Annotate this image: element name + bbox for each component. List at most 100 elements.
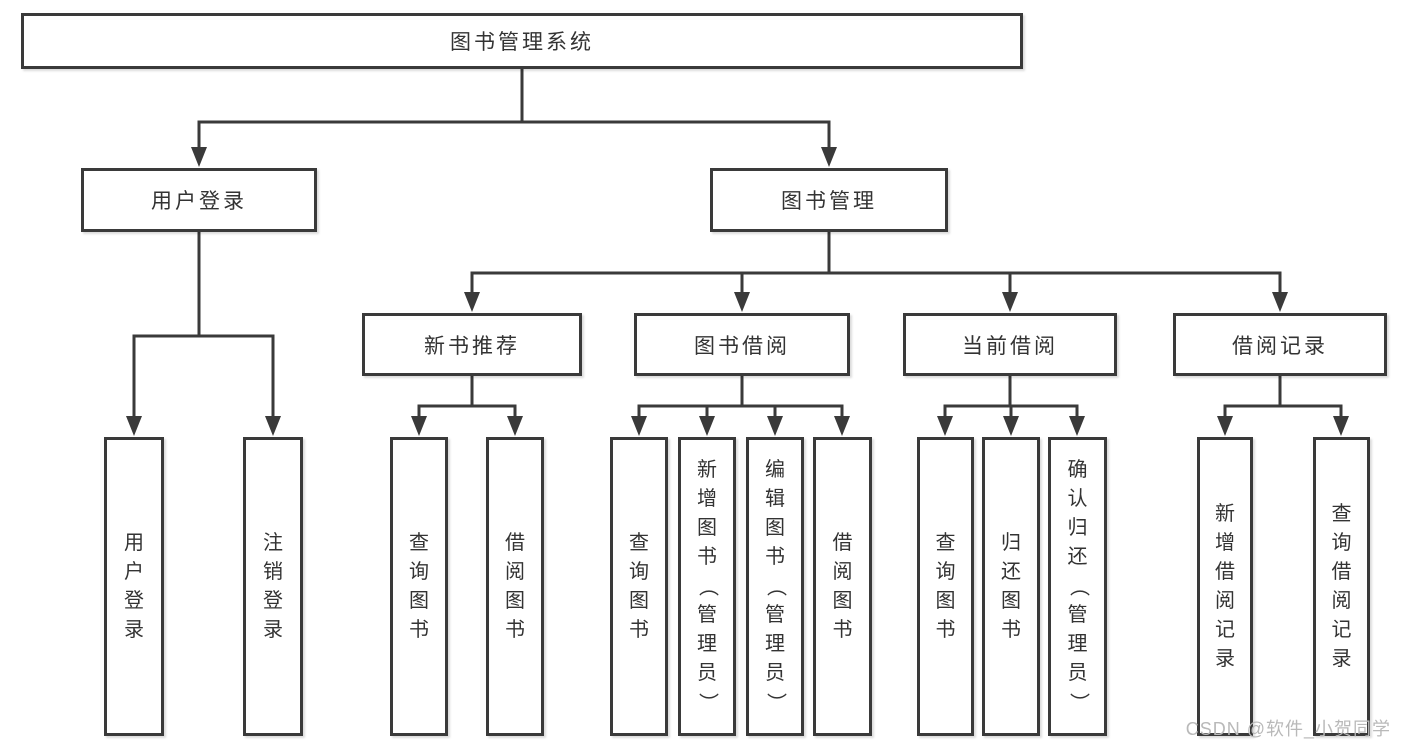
vertical-glyph: 阅 [1331, 589, 1352, 612]
leaf-confirm-return-admin: 确认归还（管理员） [1048, 437, 1107, 736]
leaf-return-books: 归还图书 [982, 437, 1040, 736]
connector-user-login-to-leaves [126, 232, 281, 436]
vertical-glyph: 图 [935, 589, 956, 612]
vertical-glyph: （ [1067, 576, 1089, 597]
arrowhead-icon [631, 416, 647, 436]
leaf-query-books-current: 查询图书 [917, 437, 974, 736]
vertical-glyph: 户 [124, 560, 144, 583]
vertical-glyph: 询 [1331, 531, 1352, 554]
vertical-glyph: 录 [263, 618, 283, 641]
node-label: 用户登录 [123, 529, 145, 645]
vertical-glyph: 图 [697, 517, 717, 539]
node-library-management-system: 图书管理系统 [21, 13, 1023, 69]
vertical-glyph: 新 [697, 459, 717, 481]
vertical-glyph: 书 [505, 618, 525, 641]
leaf-edit-book-admin: 编辑图书（管理员） [746, 437, 804, 736]
arrowhead-icon [937, 416, 953, 436]
node-label: 查询图书 [628, 529, 650, 645]
node-label: 归还图书 [1000, 529, 1022, 645]
arrowhead-icon [191, 147, 207, 167]
vertical-glyph: 图 [1001, 589, 1021, 612]
vertical-glyph: 录 [1215, 647, 1235, 670]
vertical-glyph: 查 [935, 531, 956, 554]
node-book-borrowing: 图书借阅 [634, 313, 850, 376]
node-label: 图书管理系统 [450, 31, 594, 54]
node-label: 图书管理 [781, 190, 877, 213]
arrowhead-icon [1002, 292, 1018, 312]
arrowhead-icon [821, 147, 837, 167]
vertical-glyph: 书 [629, 618, 649, 641]
vertical-glyph: 书 [1001, 618, 1021, 641]
vertical-glyph: 录 [124, 618, 144, 641]
arrowhead-icon [265, 416, 281, 436]
vertical-glyph: 书 [935, 618, 956, 641]
vertical-glyph: 销 [263, 560, 283, 583]
vertical-glyph: 增 [1215, 531, 1235, 554]
vertical-glyph: 图 [409, 589, 429, 612]
node-label: 注销登录 [262, 529, 284, 645]
leaf-add-borrow-record: 新增借阅记录 [1197, 437, 1253, 736]
leaf-query-books-borrowing: 查询图书 [610, 437, 668, 736]
arrowhead-icon [464, 292, 480, 312]
node-borrowing-records: 借阅记录 [1173, 313, 1387, 376]
arrowhead-icon [411, 416, 427, 436]
arrowhead-icon [767, 416, 783, 436]
arrowhead-icon [734, 292, 750, 312]
vertical-glyph: ） [1067, 692, 1089, 713]
vertical-glyph: 管 [697, 604, 717, 626]
node-label: 当前借阅 [962, 334, 1058, 358]
vertical-glyph: 询 [409, 560, 429, 583]
arrowhead-icon [1272, 292, 1288, 312]
vertical-glyph: 图 [832, 589, 853, 612]
vertical-glyph: 认 [1067, 488, 1088, 510]
vertical-glyph: 新 [1215, 502, 1235, 525]
vertical-glyph: 借 [1331, 560, 1352, 583]
node-label: 新增借阅记录 [1214, 500, 1236, 674]
vertical-glyph: 理 [1067, 633, 1088, 655]
arrowhead-icon [1069, 416, 1085, 436]
node-label: 用户登录 [151, 190, 247, 213]
vertical-glyph: 员 [697, 662, 717, 684]
vertical-glyph: 借 [832, 531, 853, 554]
vertical-glyph: 管 [1067, 604, 1088, 626]
vertical-glyph: 记 [1215, 618, 1235, 641]
connector-book-management-to-level3 [464, 232, 1288, 312]
node-label: 查询图书 [408, 529, 430, 645]
leaf-add-book-admin: 新增图书（管理员） [678, 437, 736, 736]
arrowhead-icon [1003, 416, 1019, 436]
vertical-glyph: 录 [1331, 647, 1352, 670]
vertical-glyph: 查 [409, 531, 429, 554]
node-label: 新书推荐 [424, 334, 520, 358]
vertical-glyph: 阅 [832, 560, 853, 583]
node-label: 借阅记录 [1232, 334, 1328, 358]
vertical-glyph: 编 [765, 459, 785, 481]
vertical-glyph: 登 [124, 589, 144, 612]
vertical-glyph: （ [764, 576, 787, 597]
leaf-query-books-recommend: 查询图书 [390, 437, 448, 736]
node-label: 借阅图书 [832, 529, 854, 645]
node-book-management: 图书管理 [710, 168, 948, 232]
leaf-borrow-books-recommend: 借阅图书 [486, 437, 544, 736]
vertical-glyph: 图 [765, 517, 785, 539]
arrowhead-icon [834, 416, 850, 436]
vertical-glyph: 查 [629, 531, 649, 554]
watermark: CSDN @软件_小贺同学 [1185, 719, 1391, 739]
node-current-borrowing: 当前借阅 [903, 313, 1117, 376]
arrowhead-icon [126, 416, 142, 436]
vertical-glyph: 询 [629, 560, 649, 583]
leaf-query-borrow-record: 查询借阅记录 [1313, 437, 1370, 736]
vertical-glyph: ） [696, 692, 719, 713]
leaf-user-login: 用户登录 [104, 437, 164, 736]
vertical-glyph: 辑 [765, 488, 785, 510]
vertical-glyph: 还 [1067, 546, 1088, 568]
node-label: 借阅图书 [504, 529, 526, 645]
vertical-glyph: （ [696, 576, 719, 597]
vertical-glyph: 用 [124, 531, 144, 554]
connector-current-to-leaves [937, 376, 1085, 436]
node-label: 新增图书（管理员） [696, 456, 719, 717]
node-new-book-recommendation: 新书推荐 [362, 313, 582, 376]
node-label: 图书借阅 [694, 334, 790, 358]
vertical-glyph: 归 [1067, 517, 1088, 539]
connector-recommendation-to-leaves [411, 376, 523, 436]
